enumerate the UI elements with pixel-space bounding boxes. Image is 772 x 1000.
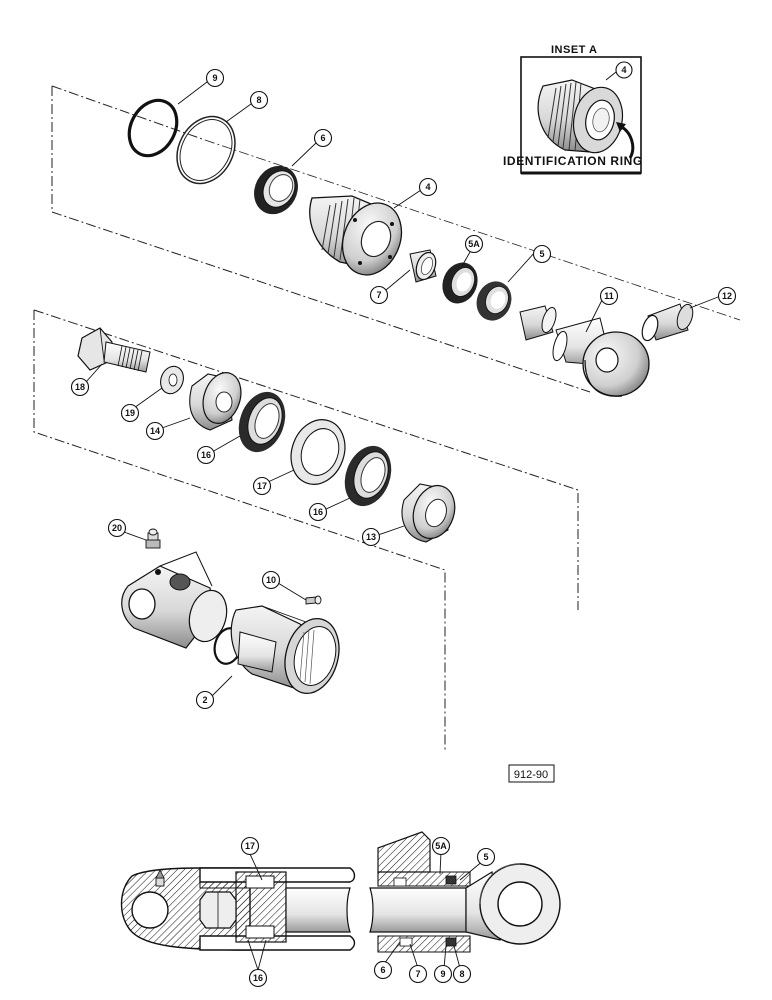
callout-label: 12	[722, 291, 732, 301]
rod-sleeve-part	[519, 305, 557, 341]
piston-seal-part	[238, 391, 286, 453]
gland-group	[51, 85, 741, 397]
callout-c12: 12	[717, 286, 737, 306]
callout-label: 9	[440, 969, 445, 979]
callout-label: 20	[112, 523, 122, 533]
callout-c5a: 5A	[464, 234, 484, 254]
callout-label: 8	[256, 95, 261, 105]
callout-label: 13	[366, 532, 376, 542]
inset-a-panel: INSET A 4 IDENTIFICATION RING	[503, 44, 643, 175]
callout-label: 4	[621, 65, 626, 75]
callout-c13: 13	[361, 527, 381, 547]
callout-c17: 17	[252, 476, 272, 496]
callout-c20: 20	[107, 518, 127, 538]
leader-lines	[85, 81, 719, 971]
callout-label: 6	[320, 133, 325, 143]
callout-label: 5A	[468, 239, 480, 249]
rod-seal-part	[442, 262, 478, 304]
callout-label: 9	[212, 73, 217, 83]
washer-part	[160, 365, 184, 395]
callout-label: 6	[380, 965, 385, 975]
group-axis-line	[204, 139, 741, 321]
piston-bolt-part	[77, 327, 151, 373]
callout-s5a: 5A	[431, 836, 451, 856]
callout-s8: 8	[452, 964, 472, 984]
callout-c6: 6	[313, 128, 333, 148]
callout-label: 19	[125, 408, 135, 418]
callout-label: 16	[201, 450, 211, 460]
bushing-part	[409, 249, 437, 283]
callout-label: 14	[150, 426, 160, 436]
callout-c7: 7	[369, 285, 389, 305]
callout-s17: 17	[240, 836, 260, 856]
figure-reference-label: 912-90	[514, 769, 548, 781]
identification-ring-caption: IDENTIFICATION RING	[503, 154, 643, 168]
piston-rod-part	[552, 317, 650, 397]
callout-label: 5A	[435, 841, 447, 851]
inset-gland-drawing	[537, 79, 624, 154]
callout-c16a: 16	[196, 445, 216, 465]
callout-label: 7	[376, 290, 381, 300]
callout-s9: 9	[433, 964, 453, 984]
callout-c14: 14	[145, 421, 165, 441]
wiper-seal-part	[254, 165, 298, 215]
callout-s7: 7	[408, 964, 428, 984]
group-boundary-line	[51, 85, 206, 141]
group-boundary-line	[33, 310, 446, 752]
callout-label: 8	[459, 969, 464, 979]
callout-s5: 5	[476, 847, 496, 867]
callout-label: 17	[245, 841, 255, 851]
callout-s16: 16	[248, 968, 268, 988]
callout-c18: 18	[70, 377, 90, 397]
callout-c8: 8	[249, 90, 269, 110]
cylinder-section-view	[120, 831, 561, 953]
callout-c4: 4	[418, 177, 438, 197]
group-boundary-line	[33, 309, 579, 610]
piston-end-part	[401, 483, 456, 543]
callout-s6: 6	[373, 960, 393, 980]
callout-label: 17	[257, 481, 267, 491]
callout-label: 5	[483, 852, 488, 862]
callout-label: 18	[75, 382, 85, 392]
set-screw-part	[305, 595, 322, 605]
piston-seal-part	[344, 445, 392, 507]
callout-c5: 5	[532, 244, 552, 264]
callout-label: 7	[415, 969, 420, 979]
callout-label: 10	[266, 575, 276, 585]
callout-label: 5	[539, 249, 544, 259]
callout-bubble	[615, 61, 633, 79]
eye-sleeve-part	[641, 303, 694, 342]
callout-label: 4	[425, 182, 430, 192]
grease-fitting-part	[145, 528, 161, 549]
inset-title: INSET A	[551, 44, 598, 56]
o-ring-part	[127, 98, 179, 158]
callout-c2: 2	[195, 690, 215, 710]
backup-ring-part	[176, 115, 236, 185]
gland-part	[309, 195, 403, 276]
figure-reference: 912-90	[508, 764, 555, 783]
callout-c19: 19	[120, 403, 140, 423]
callout-c11: 11	[599, 286, 619, 306]
callout-c16b: 16	[308, 502, 328, 522]
piston-group	[33, 309, 579, 752]
piston-part	[189, 372, 242, 431]
callout-label: 2	[202, 695, 207, 705]
callout-label: 11	[604, 291, 614, 301]
group-boundary-line	[51, 86, 591, 393]
callout-c10: 10	[261, 570, 281, 590]
rod-wiper-part	[476, 281, 512, 321]
callout-c9: 9	[205, 68, 225, 88]
callout-label: 16	[313, 507, 323, 517]
callout-label: 16	[253, 973, 263, 983]
cylinder-barrel-part	[121, 551, 340, 694]
wear-ring-part	[290, 419, 346, 485]
